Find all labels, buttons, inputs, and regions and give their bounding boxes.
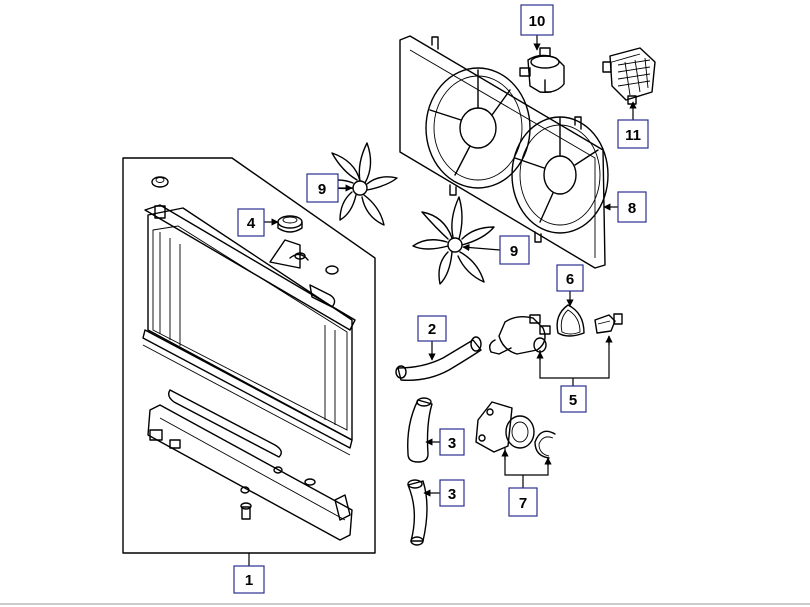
gasket xyxy=(556,304,585,337)
callout-8-label: 8 xyxy=(628,200,636,217)
callout-4-label: 4 xyxy=(247,215,256,232)
radiator-assembly xyxy=(122,157,376,554)
fan-motor xyxy=(519,47,565,94)
callout-10: 10 xyxy=(520,4,554,36)
callout-2-label: 2 xyxy=(428,321,436,338)
fan-blade-lower xyxy=(412,196,495,285)
fan-shroud xyxy=(399,35,609,269)
callout-3-lower: 3 xyxy=(439,479,465,507)
callout-9-upper-label: 9 xyxy=(318,181,326,198)
snap-ring xyxy=(534,430,556,459)
callout-2: 2 xyxy=(417,315,447,342)
lower-hose-upper-piece xyxy=(407,397,433,463)
callout-6-label: 6 xyxy=(566,271,574,288)
callout-11: 11 xyxy=(617,119,649,149)
callout-5: 5 xyxy=(560,385,587,413)
callout-6: 6 xyxy=(556,264,584,292)
water-pump xyxy=(475,401,535,453)
thermostat-housing xyxy=(488,314,551,355)
callout-11-label: 11 xyxy=(625,127,641,144)
callout-7: 7 xyxy=(508,487,538,517)
upper-hose xyxy=(395,336,482,381)
callout-7-label: 7 xyxy=(519,495,527,512)
callout-9-lower: 9 xyxy=(499,235,530,265)
radiator-cap xyxy=(277,215,303,233)
callout-8: 8 xyxy=(617,191,647,223)
callout-1: 1 xyxy=(233,565,265,594)
callout-10-label: 10 xyxy=(529,13,546,30)
callout-9-upper: 9 xyxy=(306,173,339,203)
callout-4: 4 xyxy=(237,208,265,237)
fan-relay xyxy=(602,47,656,105)
callout-3-lower-label: 3 xyxy=(448,486,456,503)
callout-1-label: 1 xyxy=(245,572,253,589)
leader-lines xyxy=(248,35,637,566)
callout-5-label: 5 xyxy=(569,392,577,409)
callout-3-upper-label: 3 xyxy=(448,435,456,452)
callout-3-upper: 3 xyxy=(439,428,465,456)
callout-9-lower-label: 9 xyxy=(510,243,518,260)
lower-hose-lower-piece xyxy=(407,479,428,546)
temperature-sensor xyxy=(594,313,623,334)
